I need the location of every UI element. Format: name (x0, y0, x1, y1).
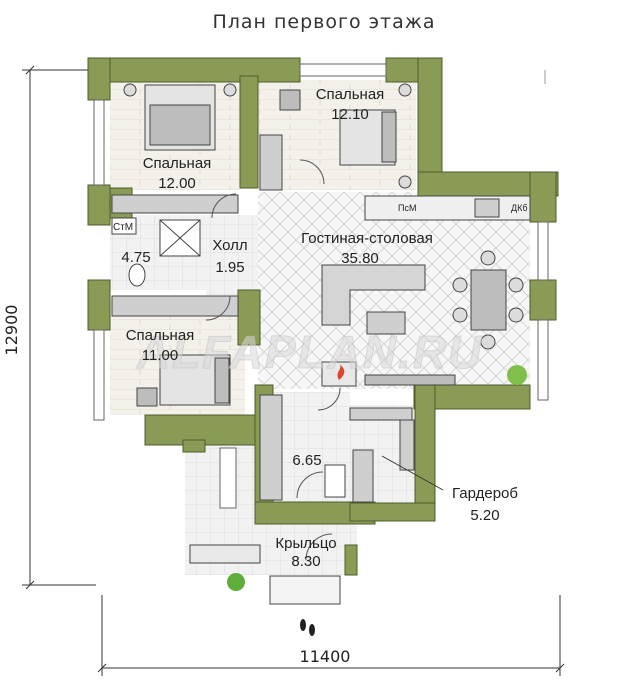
room-area: 4.75 (121, 249, 150, 266)
room-name: Спальная (143, 155, 212, 172)
plant-icon (227, 365, 527, 591)
oven-label: ДКб (511, 203, 528, 213)
dimension-lines (22, 65, 565, 676)
room-area: 8.30 (291, 553, 320, 570)
watermark: ALFAPLAN.RU (136, 326, 484, 378)
room-area: 5.20 (470, 507, 499, 524)
room-area: 35.80 (341, 250, 379, 267)
room-area: 6.65 (292, 452, 321, 469)
room-area: 1.95 (215, 259, 244, 276)
dishwasher-label: ПсМ (398, 203, 416, 213)
windows (93, 63, 549, 509)
leader-line (381, 455, 444, 491)
room-area: 12.00 (158, 175, 196, 192)
washer-label: СтМ (113, 222, 133, 233)
room-labels: Спальная 12.00 Спальная 12.10 Спальная 1… (121, 86, 518, 570)
room-area: 11.00 (142, 347, 178, 364)
room-name: Холл (212, 237, 247, 254)
furniture (111, 83, 531, 605)
room-name: Спальная (316, 86, 385, 103)
footprints-icon (300, 619, 315, 636)
room-name: Крыльцо (275, 535, 336, 552)
plan-title: План первого этажа (212, 11, 435, 33)
door-swings (205, 159, 341, 561)
room-name: Гостиная-столовая (301, 230, 433, 247)
room-name: Гардероб (452, 485, 518, 502)
height-dimension: 12900 (2, 305, 21, 356)
room-name: Спальная (126, 327, 195, 344)
width-dimension: 11400 (300, 647, 351, 666)
room-area: 12.10 (331, 106, 369, 123)
